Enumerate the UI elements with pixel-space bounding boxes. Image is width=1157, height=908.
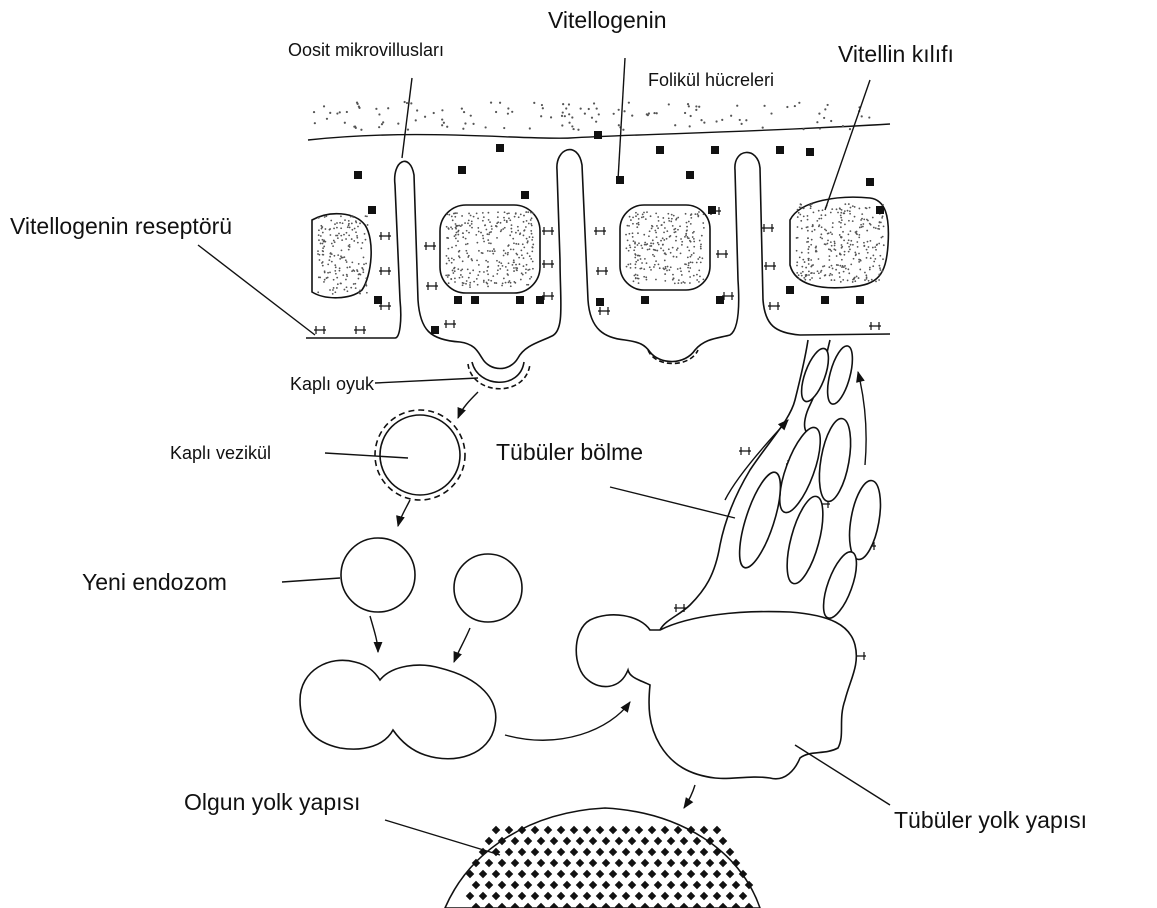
vitellogenin-particle (516, 296, 524, 304)
vitellogenin-particle (716, 296, 724, 304)
mature-yolk-platelet (445, 808, 760, 908)
vitellogenin-particle (806, 148, 814, 156)
vitellogenin-particle (786, 286, 794, 294)
vitellogenin-particle (866, 178, 874, 186)
tubular-compartment (660, 340, 886, 630)
label-vitellogenin: Vitellogenin (548, 7, 667, 33)
label-coated-pit: Kaplı oyuk (290, 374, 375, 394)
fusing-endosomes (300, 660, 496, 758)
labels: Oosit mikrovillusları Vitellogenin Folik… (10, 7, 1087, 833)
label-coated-vesicle: Kaplı vezikül (170, 443, 271, 463)
coated-vesicle (375, 410, 465, 500)
vitellogenin-particle (496, 144, 504, 152)
label-mature-yolk: Olgun yolk yapısı (184, 789, 360, 815)
vitellogenin-particle (521, 191, 529, 199)
vitellogenin-particle (471, 296, 479, 304)
vitellogenin-particle (711, 146, 719, 154)
vitellogenin-particle (656, 146, 664, 154)
vitellogenin-particle (368, 206, 376, 214)
label-oocyte-microvilli: Oosit mikrovillusları (288, 40, 444, 60)
vitellogenin-particle (776, 146, 784, 154)
label-vitelline-envelope: Vitellin kılıfı (838, 41, 954, 67)
vitellogenin-particle (856, 296, 864, 304)
label-tubular-yolk: Tübüler yolk yapısı (894, 807, 1087, 833)
vitellogenin-particle (536, 296, 544, 304)
vitellogenin-particle (458, 166, 466, 174)
vitellogenin-particle (616, 176, 624, 184)
label-follicle-cells: Folikül hücreleri (648, 70, 774, 90)
label-tubular-compartment: Tübüler bölme (496, 439, 643, 465)
vitellogenin-particle (708, 206, 716, 214)
tubular-yolk-body (576, 612, 856, 779)
vitellogenin-particle (641, 296, 649, 304)
vitellogenin-particle (596, 298, 604, 306)
label-vitellogenin-receptor: Vitellogenin reseptörü (10, 213, 232, 239)
coated-pit (468, 362, 530, 389)
label-early-endosome: Yeni endozom (82, 569, 227, 595)
vitellogenin-particle (454, 296, 462, 304)
vitellogenin-particle (594, 131, 602, 139)
early-endosome-2 (454, 554, 522, 622)
vitellogenin-particle (876, 206, 884, 214)
vitellogenin-particle (354, 171, 362, 179)
vitellogenin-particle (821, 296, 829, 304)
vitellogenin-particle (686, 171, 694, 179)
vitellogenin-particle (431, 326, 439, 334)
early-endosome-1 (341, 538, 415, 612)
